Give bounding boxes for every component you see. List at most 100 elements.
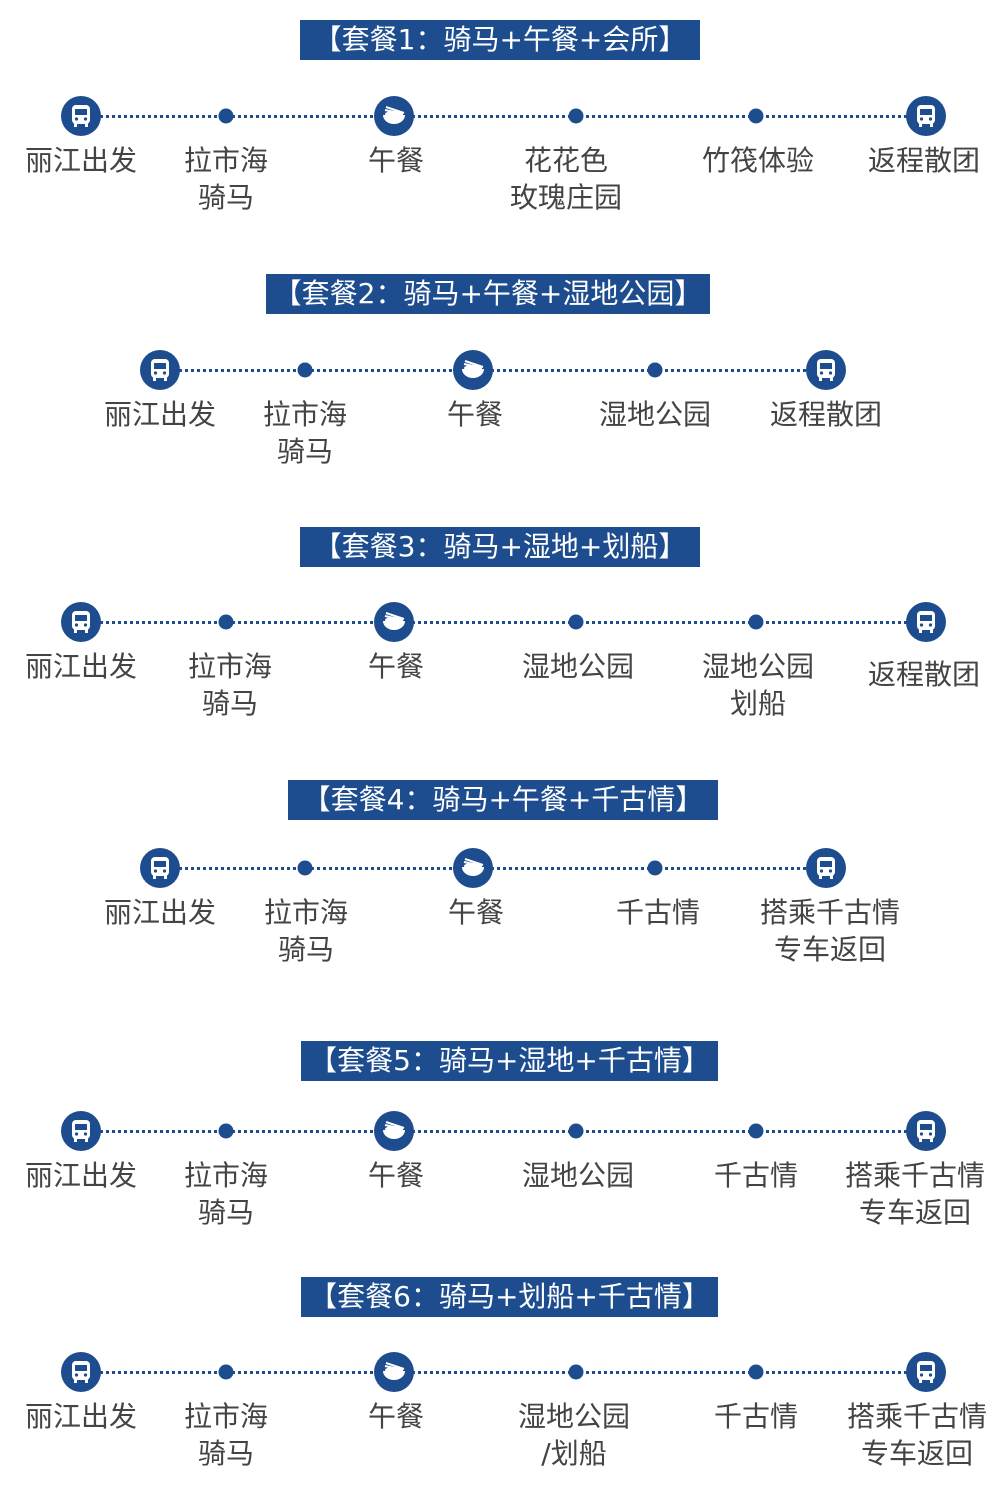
stop-label-line: 湿地公园 [598,398,712,431]
stop-label: 午餐 [368,648,424,685]
bus-icon [906,96,946,136]
bus-icon [806,350,846,390]
stop-label-line: 千古情 [713,1400,799,1433]
stop-label-line: 湿地公园 [521,1159,635,1192]
bus-icon [906,1352,946,1392]
dot-marker-icon [647,860,663,876]
dot-marker-icon [748,108,764,124]
stop-label-line: 午餐 [367,650,425,683]
stop-label: 拉市海骑马 [188,648,272,722]
package-title: 【套餐3：骑马+湿地+划船】 [300,527,700,567]
stop-label: 搭乘千古情专车返回 [845,1157,985,1231]
stop-label-line: 拉市海 [187,650,273,683]
bowl-icon [453,848,493,888]
timeline-line [81,1130,926,1133]
bus-icon [140,350,180,390]
dot-marker-icon [748,614,764,630]
stop-label-line: 午餐 [367,1159,425,1192]
stop-label: 返程散团 [770,396,882,433]
stop-label: 午餐 [368,1398,424,1435]
bowl-icon [453,350,493,390]
bus-icon [906,1111,946,1151]
package-title: 【套餐6：骑马+划船+千古情】 [301,1277,718,1317]
stop-label-line: 搭乘千古情 [844,1159,986,1192]
stop-label: 千古情 [616,894,700,931]
stop-label: 拉市海骑马 [184,1157,268,1231]
stop-label-line: 湿地公园 [517,1400,631,1433]
stop-label-line: 湿地公园 [521,650,635,683]
stop-label: 返程散团 [868,656,980,693]
stop-label: 返程散团 [868,142,980,179]
dot-marker-icon [647,362,663,378]
stop-label: 丽江出发 [25,1157,137,1194]
stop-label: 湿地公园 [599,396,711,433]
stop-label-line: 拉市海 [183,1159,269,1192]
stop-label-line: 丽江出发 [24,650,138,683]
package-title: 【套餐5：骑马+湿地+千古情】 [301,1041,718,1081]
stop-label-line: 午餐 [447,896,505,929]
stop-label: 千古情 [714,1398,798,1435]
stop-label-line: 拉市海 [183,144,269,177]
stop-label-line: 竹筏体验 [701,144,815,177]
stop-label: 花花色玫瑰庄园 [510,142,622,216]
stop-label-line: 丽江出发 [24,144,138,177]
stop-label: 拉市海骑马 [184,1398,268,1472]
stop-label-line: 返程散团 [867,658,981,691]
stop-label-line: 千古情 [713,1159,799,1192]
dot-marker-icon [568,1123,584,1139]
stop-label-line: 返程散团 [867,144,981,177]
bus-icon [61,96,101,136]
dot-marker-icon [218,1123,234,1139]
stop-label: 搭乘千古情专车返回 [847,1398,987,1472]
bus-icon [61,1352,101,1392]
stop-label-line: 拉市海 [263,896,349,929]
stop-label: 湿地公园 [522,1157,634,1194]
stop-label: 午餐 [368,142,424,179]
stop-label-line: 湿地公园 [701,650,815,683]
dot-marker-icon [748,1364,764,1380]
stop-label-line: 玫瑰庄园 [509,181,623,214]
bus-icon [61,1111,101,1151]
stop-label: 午餐 [448,894,504,931]
stop-label: 竹筏体验 [702,142,814,179]
stop-label-line: 骑马 [201,687,259,720]
timeline-line [160,369,826,372]
stop-label: 丽江出发 [25,648,137,685]
bus-icon [140,848,180,888]
stop-label: 湿地公园划船 [702,648,814,722]
stop-label-line: 午餐 [446,398,504,431]
stop-label-line: 骑马 [197,1196,255,1229]
stop-label-line: 返程散团 [769,398,883,431]
dot-marker-icon [218,1364,234,1380]
dot-marker-icon [748,1123,764,1139]
dot-marker-icon [218,108,234,124]
stop-label-line: 骑马 [197,181,255,214]
stop-label: 丽江出发 [104,396,216,433]
stop-label-line: 拉市海 [262,398,348,431]
dot-marker-icon [568,108,584,124]
stop-label: 午餐 [368,1157,424,1194]
stop-label: 拉市海骑马 [263,396,347,470]
stop-label: 丽江出发 [25,142,137,179]
stop-label-line: 骑马 [197,1437,255,1470]
stop-label: 拉市海骑马 [184,142,268,216]
stop-label-line: 千古情 [615,896,701,929]
stop-label: 湿地公园 [522,648,634,685]
stop-label: 湿地公园/划船 [518,1398,630,1472]
package-title: 【套餐4：骑马+午餐+千古情】 [288,780,718,820]
stop-label: 丽江出发 [25,1398,137,1435]
package-title: 【套餐1：骑马+午餐+会所】 [300,20,700,60]
dot-marker-icon [568,614,584,630]
timeline-line [81,115,926,118]
bowl-icon [374,1352,414,1392]
stop-label: 拉市海骑马 [264,894,348,968]
stop-label: 千古情 [714,1157,798,1194]
bowl-icon [374,602,414,642]
timeline-line [81,1371,926,1374]
bus-icon [61,602,101,642]
stop-label-line: 拉市海 [183,1400,269,1433]
dot-marker-icon [297,860,313,876]
stop-label-line: 骑马 [277,933,335,966]
stop-label-line: 丽江出发 [103,398,217,431]
